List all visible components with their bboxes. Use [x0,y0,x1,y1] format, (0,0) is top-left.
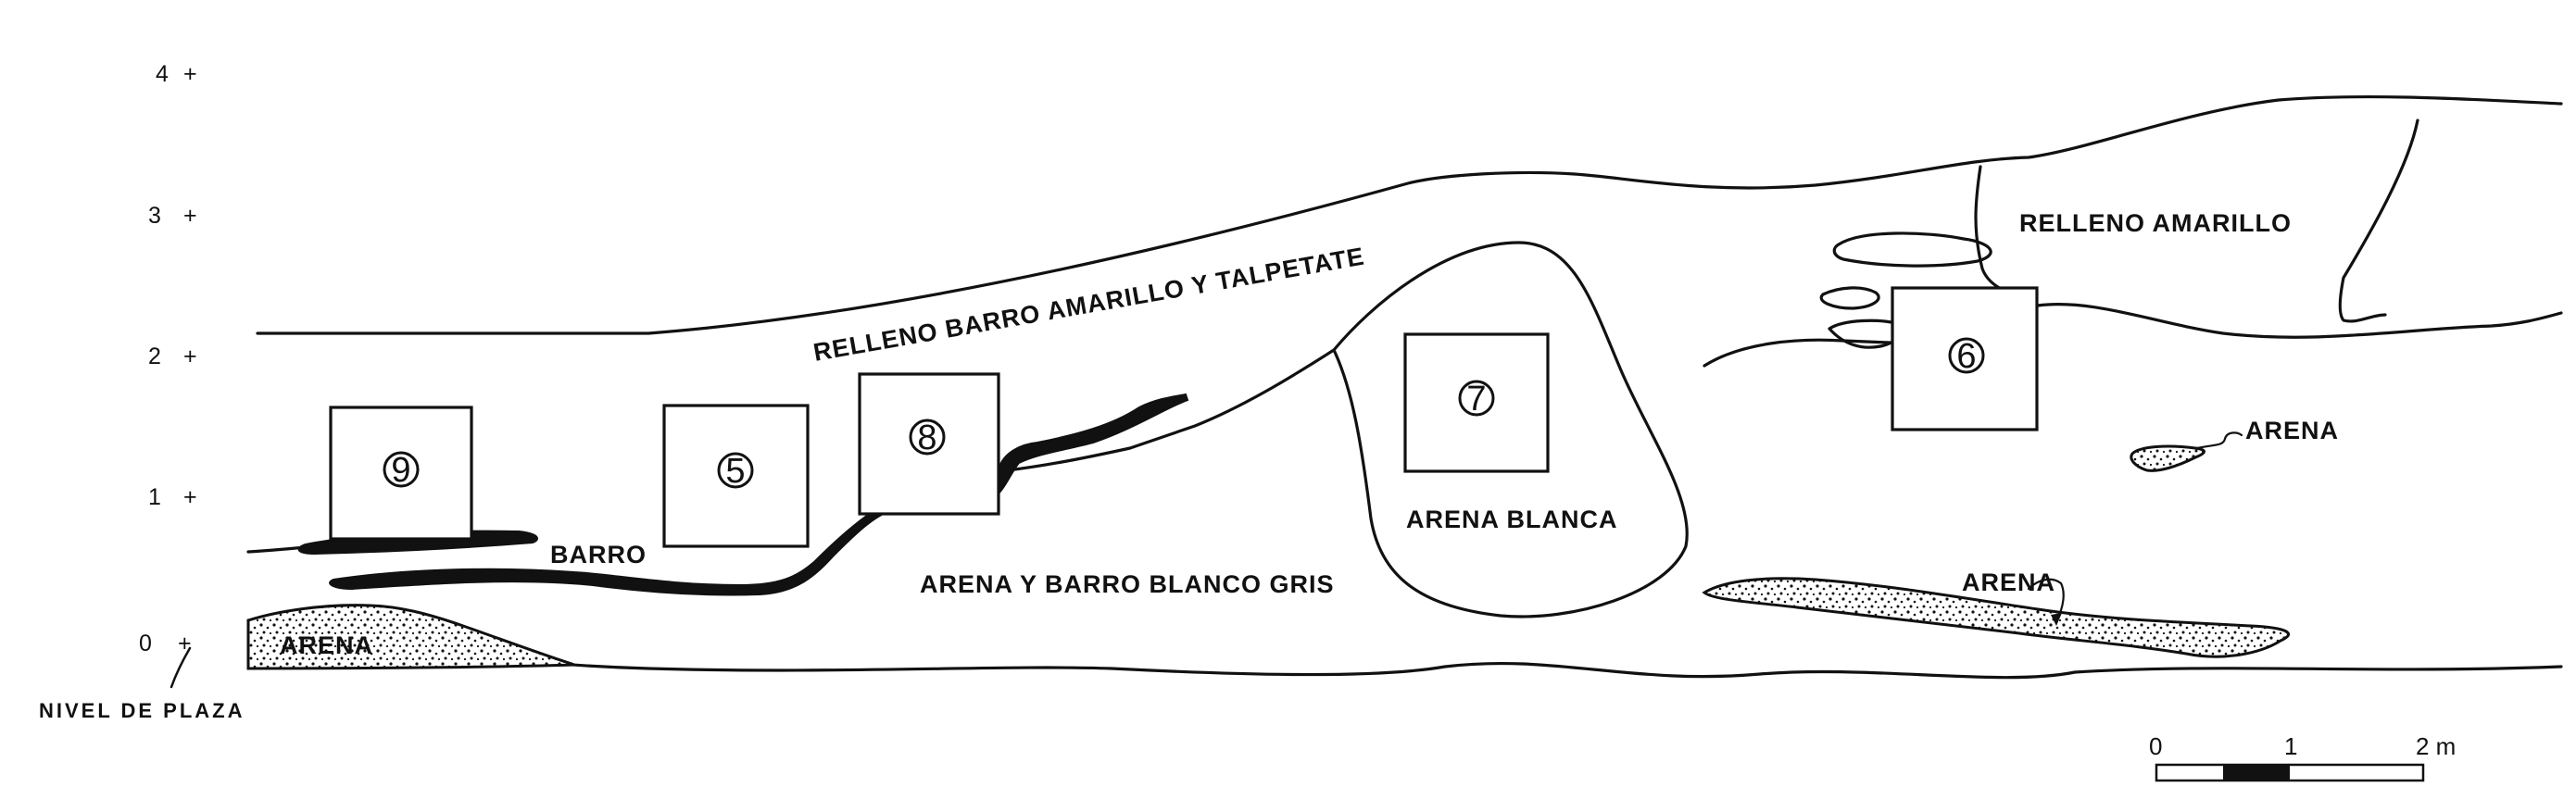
label-sand-right-upper: ARENA [2245,417,2339,444]
box-6-number: 6 [1956,337,1976,376]
box-8-outline [858,372,1000,516]
datum-arrow [170,646,192,689]
surface-line [256,94,2563,335]
tick-label-1: 1 [148,484,161,510]
sand-deposit-right-upper [2130,444,2205,472]
y-axis: 4 + 3 + 2 + 1 + 0 + NIVEL DE PLAZA [39,61,245,722]
sand-leader-upper [2195,431,2243,450]
datum-label: NIVEL DE PLAZA [39,699,245,722]
lens-a [1832,231,1992,268]
tick-label-2: 2 [148,344,161,369]
sand-deposit-right-lower [1702,577,2291,658]
box-5-outline [662,404,810,548]
scale-label-0: 0 [2149,732,2162,760]
box-6-outline [1891,286,2039,431]
label-clay: BARRO [550,541,647,568]
sample-box-9: 9 [329,406,473,541]
white-sand-lens [1332,241,1689,618]
tick-mark-2: + [183,344,197,369]
sand-deposit-left [246,604,575,670]
box-7-number: 7 [1466,380,1486,418]
scale-bar: 0 1 2 m [2149,732,2456,782]
sample-box-8: 8 [858,372,1000,516]
box-7-outline [1403,332,1550,473]
box-6-circle [1948,337,1985,374]
label-sand-left: ARENA [280,631,373,659]
right-fill-boundary [1703,302,2563,368]
box-9-circle [383,451,420,488]
scale-label-2: 2 m [2416,732,2456,760]
label-sand-right-lower: ARENA [1962,568,2055,596]
box-7-circle [1458,380,1495,417]
sample-box-5: 5 [662,404,810,548]
tick-mark-4: + [183,61,197,87]
sand-leader-lower [2027,578,2065,624]
box-8-circle [909,418,946,456]
tick-mark-1: + [183,484,197,510]
tick-mark-3: + [183,203,197,229]
label-fill-right: RELLENO AMARILLO [2019,209,2292,237]
lens-b [1819,286,1880,310]
label-sand-clay: ARENA Y BARRO BLANCO GRIS [920,570,1335,598]
right-fill-edge [2338,119,2419,323]
scale-bar-filled-segment [2223,765,2290,781]
label-fill-top: RELLENO BARRO AMARILLO Y TALPETATE [811,243,1367,367]
box-9-outline [329,406,473,541]
scale-label-1: 1 [2284,732,2297,760]
tick-mark-0: + [178,631,192,656]
box-5-circle [717,452,754,489]
tick-label-3: 3 [148,203,161,229]
tick-label-0: 0 [139,631,152,656]
tick-label-4: 4 [156,61,169,87]
fill-boundary-mid [989,348,1336,474]
sample-box-6: 6 [1891,286,2039,431]
sand-leader-arrowhead [2051,613,2062,626]
box-8-number: 8 [917,418,936,457]
box-9-number: 9 [391,451,410,490]
box-5-number: 5 [725,452,745,491]
sample-box-7: 7 [1403,332,1550,473]
label-white-sand: ARENA BLANCA [1406,506,1618,533]
base-line [246,618,2563,680]
clay-band-lower [329,393,1189,596]
